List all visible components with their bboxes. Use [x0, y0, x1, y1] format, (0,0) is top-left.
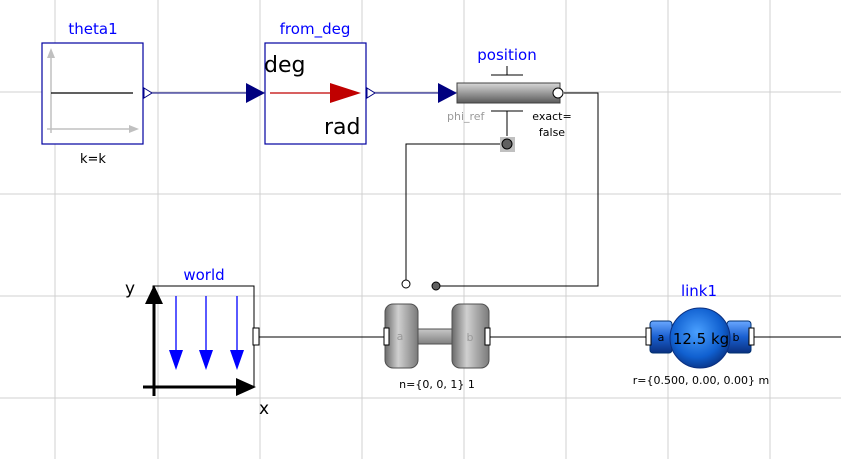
- revolute-support-port-icon[interactable]: [401, 279, 411, 289]
- from-deg-out-unit: rad: [324, 115, 361, 140]
- position-support-icon: [501, 138, 513, 150]
- link1-port-a-label: a: [658, 331, 665, 344]
- from-deg-input-port-icon[interactable]: [246, 83, 265, 103]
- world-axis-x-label: x: [259, 399, 269, 419]
- connection-support[interactable]: [405, 143, 506, 281]
- link1-frame-b-port[interactable]: [748, 327, 755, 346]
- revolute-port-a-label: a: [397, 330, 404, 343]
- position-block[interactable]: position phi_ref exact= false: [438, 46, 572, 152]
- gravity-arrows: [169, 296, 244, 370]
- revolute-port-b-label: b: [467, 331, 474, 344]
- link1-body[interactable]: link1 12.5 kg a b r={0.500, 0.00, 0.00} …: [633, 282, 769, 387]
- gravity-arrow-icon: [169, 350, 183, 370]
- revolute-frame-a-port[interactable]: [383, 327, 390, 346]
- from-deg-output-port-icon[interactable]: [366, 87, 376, 99]
- link1-mass-icon: [669, 307, 731, 369]
- gravity-arrow-icon: [230, 350, 244, 370]
- theta1-output-port-icon[interactable]: [143, 87, 153, 99]
- world-block[interactable]: world y x: [125, 266, 269, 419]
- world-axis-y-label: y: [125, 279, 135, 299]
- from-deg-red-arrow-icon: [330, 83, 361, 103]
- position-exact-line2: false: [539, 126, 565, 139]
- theta1-title: theta1: [68, 20, 117, 38]
- from-deg-in-unit: deg: [264, 53, 305, 78]
- link1-port-b-label: b: [733, 331, 740, 344]
- world-x-arrow-icon: [236, 378, 256, 396]
- from-deg-block[interactable]: from_deg deg rad: [246, 20, 376, 145]
- link1-frame-a-port[interactable]: [645, 327, 652, 346]
- link1-param: r={0.500, 0.00, 0.00} m: [633, 374, 769, 387]
- from-deg-title: from_deg: [280, 20, 351, 39]
- connection-position-flange[interactable]: [436, 92, 599, 287]
- world-title: world: [183, 266, 224, 284]
- revolute-shaft: [413, 328, 455, 345]
- world-y-arrow-icon: [145, 285, 163, 304]
- position-exact-line1: exact=: [532, 110, 571, 123]
- theta1-x-arrow-icon: [129, 125, 139, 133]
- position-title: position: [477, 46, 536, 64]
- revolute-joint[interactable]: a b n={0, 0, 1} 1: [383, 279, 491, 391]
- revolute-param: n={0, 0, 1} 1: [399, 378, 475, 391]
- theta1-y-arrow-icon: [47, 48, 55, 58]
- world-frame-port[interactable]: [252, 327, 260, 346]
- position-input-port-icon[interactable]: [438, 83, 457, 103]
- position-flange-icon[interactable]: [552, 87, 564, 99]
- position-phi-ref: phi_ref: [447, 110, 486, 123]
- gravity-arrow-icon: [199, 350, 213, 370]
- theta1-block[interactable]: theta1 k=k: [41, 20, 153, 167]
- link1-title: link1: [681, 282, 717, 300]
- revolute-frame-b-port[interactable]: [484, 327, 491, 346]
- world-border: [152, 285, 255, 388]
- position-cylinder: [456, 82, 561, 104]
- theta1-param: k=k: [80, 152, 106, 167]
- revolute-axis-port-icon[interactable]: [431, 281, 441, 291]
- link1-mass: 12.5 kg: [673, 330, 729, 348]
